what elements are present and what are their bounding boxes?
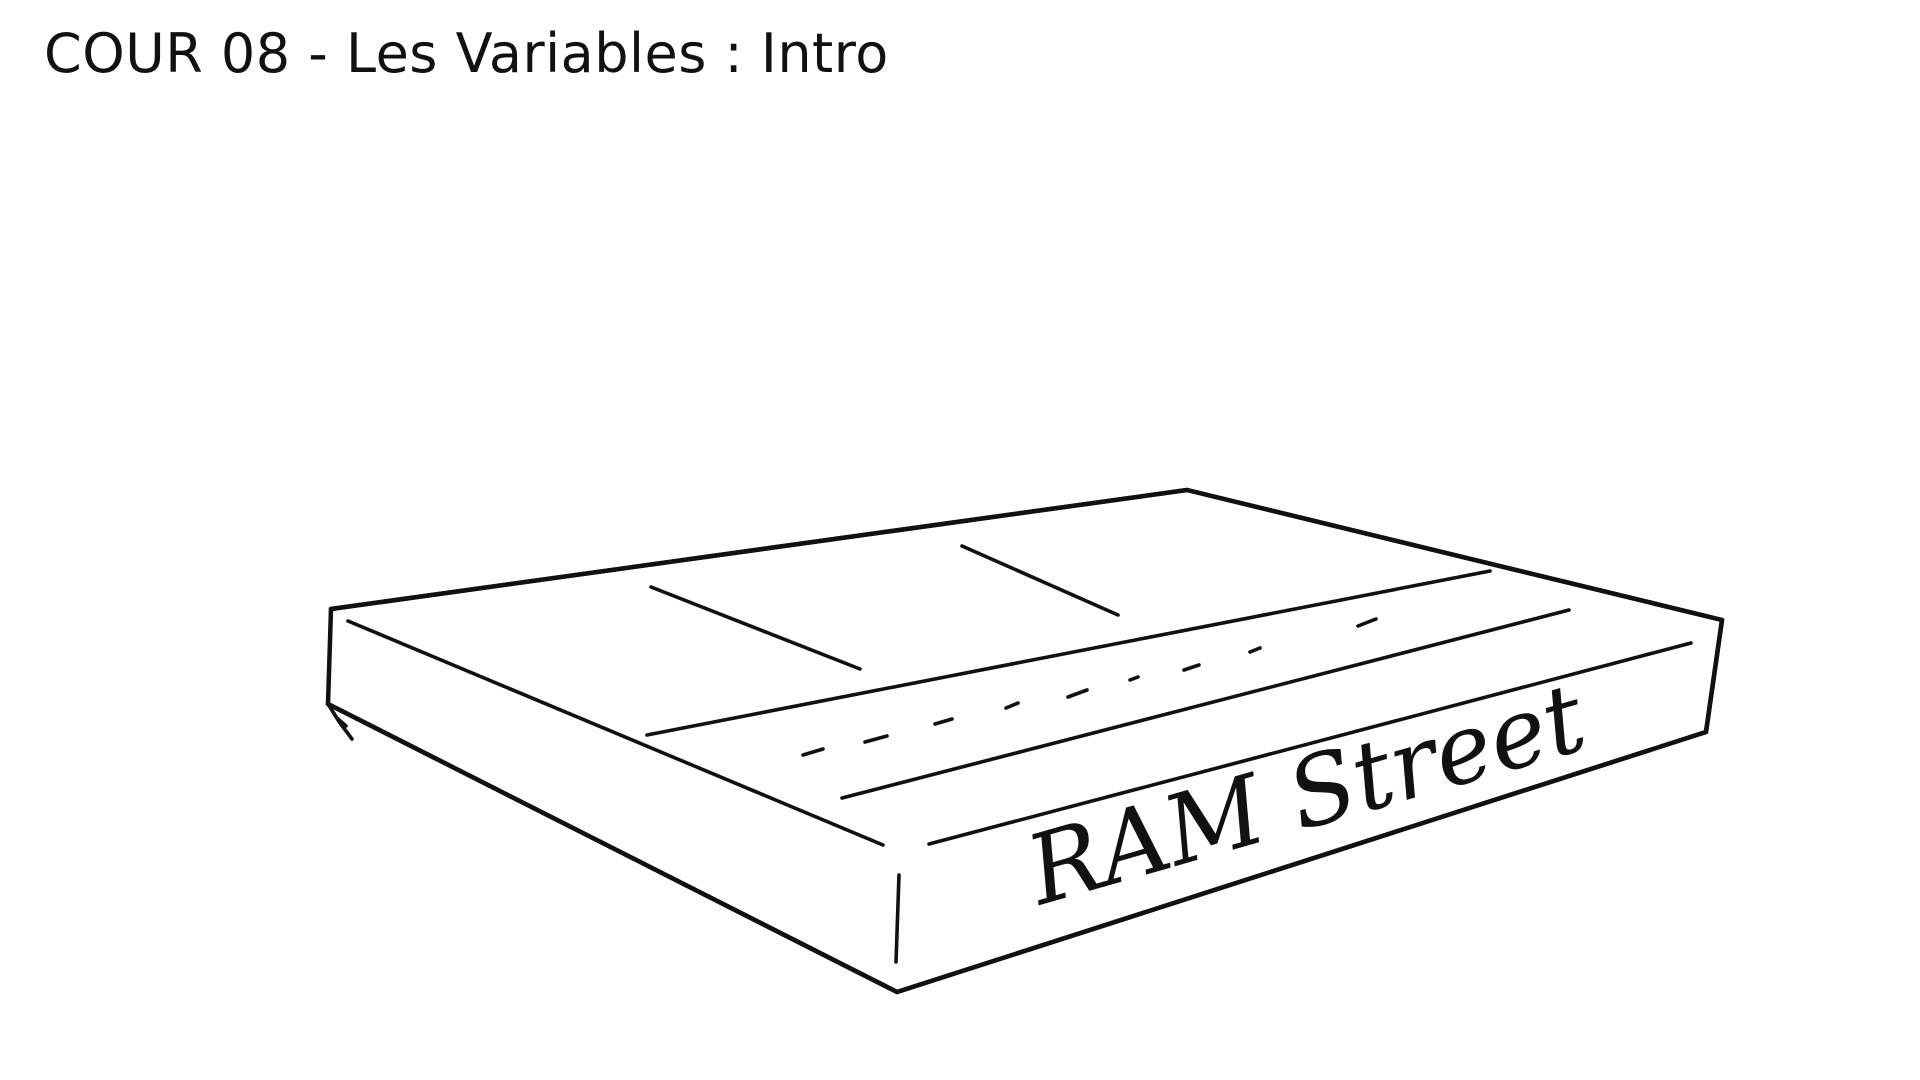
ram-block-corner-edge xyxy=(894,873,901,964)
ram-block-front-left-edge xyxy=(346,619,885,847)
ram-block-back-edge xyxy=(328,487,1725,623)
side-street-right xyxy=(960,544,1120,617)
road-edge-upper xyxy=(645,569,1492,737)
page-title: COUR 08 - Les Variables : Intro xyxy=(44,22,889,85)
ram-block-corner-hook-2 xyxy=(336,717,348,728)
road-edge-lower xyxy=(840,608,1571,800)
ram-block-bottom-edge xyxy=(325,617,1725,995)
ram-block-front-right-edge xyxy=(927,641,1693,846)
side-street-left xyxy=(649,585,862,671)
road-center-dashes xyxy=(801,617,1378,757)
